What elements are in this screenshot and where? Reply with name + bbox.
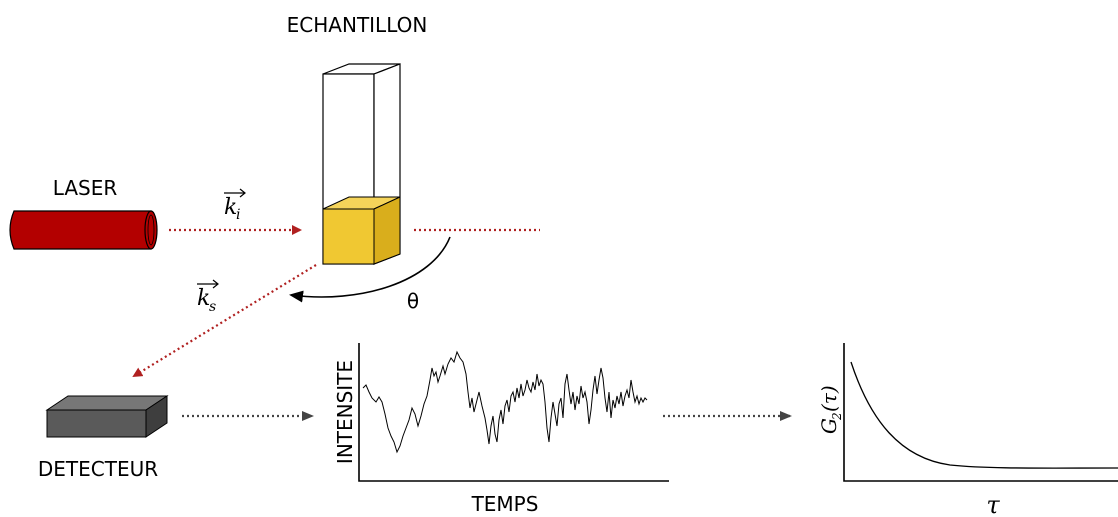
g2-axis-label: G 2 (τ) [817,385,844,434]
sample-label: ECHANTILLON [287,13,428,37]
svg-text:i: i [236,207,240,223]
laser-source [9,210,158,250]
svg-text:G: G [817,418,841,434]
svg-text:s: s [209,299,216,315]
ki-vector-label: k i [224,188,246,223]
intensity-graph: INTENSITE TEMPS [333,343,669,516]
intensity-axes [358,343,669,482]
svg-text:k: k [224,195,237,220]
intensity-trace [362,350,648,454]
ks-vector-label: k s [197,279,219,315]
angle-arc [289,236,451,303]
svg-text:2: 2 [830,412,844,421]
laser-label: LASER [53,176,118,200]
tau-axis-label: τ [986,491,1000,517]
detector [45,395,169,438]
scattered-beam [132,264,317,378]
svg-text:k: k [197,286,210,311]
correlation-curve [850,361,1118,469]
intensity-axis-label: INTENSITE [333,360,357,464]
detector-label: DETECTEUR [38,457,158,481]
sample-liquid [322,196,401,265]
svg-text:(τ): (τ) [817,385,841,412]
time-axis-label: TEMPS [471,492,539,516]
correlation-axes [843,343,1118,482]
correlation-graph: G 2 (τ) τ [817,343,1118,517]
angle-label: θ [407,289,419,313]
